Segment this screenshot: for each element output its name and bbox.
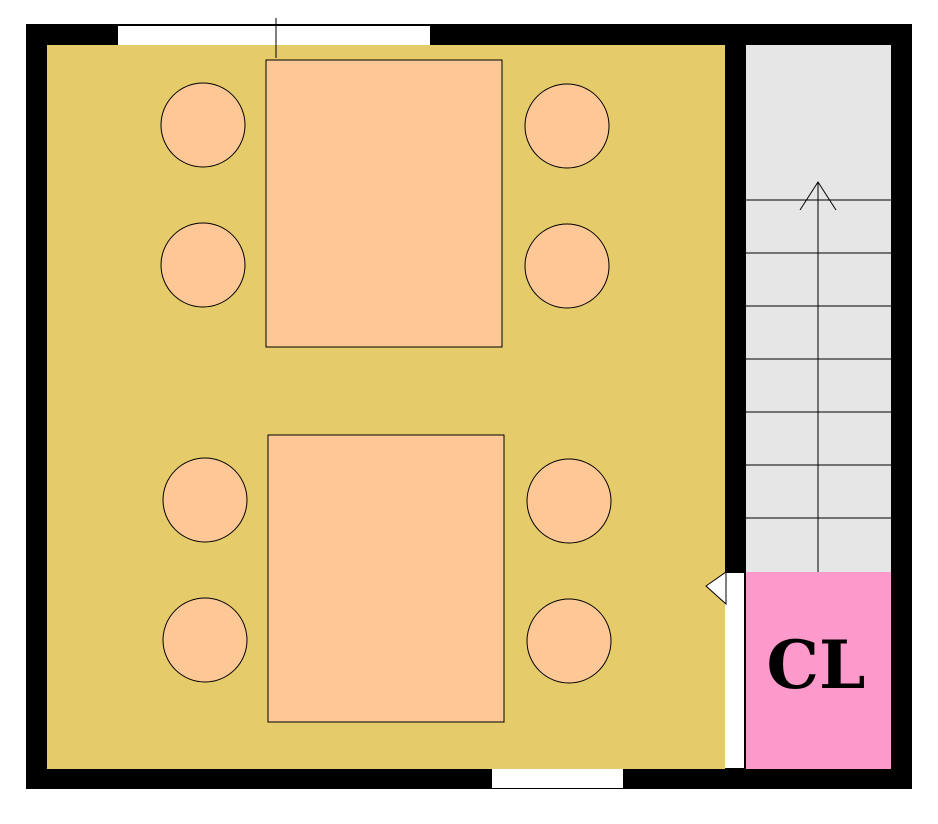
stair-up-arrow bbox=[799, 181, 837, 572]
chair bbox=[526, 458, 612, 544]
dining-table-top bbox=[265, 59, 503, 348]
bottom-opening bbox=[492, 769, 623, 788]
closet-label: CL bbox=[767, 626, 866, 704]
dining-table-bottom bbox=[267, 434, 505, 723]
chair bbox=[524, 223, 610, 309]
chair bbox=[162, 597, 248, 683]
closet-area bbox=[746, 572, 891, 769]
closet-door-opening bbox=[725, 573, 744, 768]
top-window bbox=[118, 26, 430, 45]
chair bbox=[162, 457, 248, 543]
chair bbox=[160, 82, 246, 168]
chair bbox=[526, 598, 612, 684]
chair bbox=[160, 222, 246, 308]
chair bbox=[524, 83, 610, 169]
door-swing-marker bbox=[705, 571, 727, 606]
